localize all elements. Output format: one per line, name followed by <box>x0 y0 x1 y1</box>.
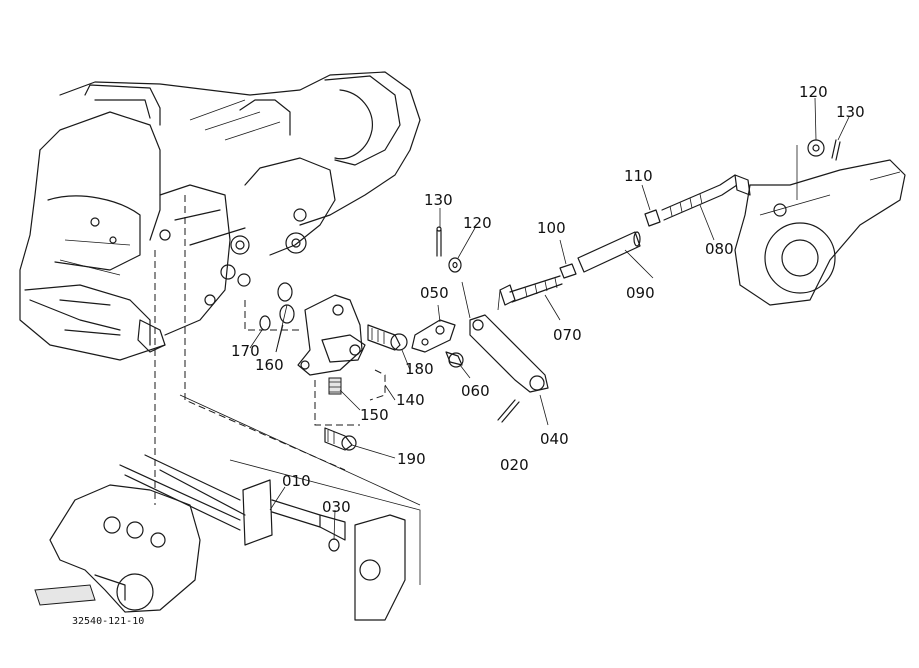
label-040: 040 <box>540 430 569 448</box>
label-120-right: 120 <box>799 83 828 101</box>
engine-block <box>19 71 421 361</box>
label-130-left: 130 <box>424 191 453 209</box>
label-030: 030 <box>322 498 351 516</box>
label-050: 050 <box>420 284 449 302</box>
label-140: 140 <box>396 391 425 409</box>
dashed-leaders <box>154 195 421 506</box>
label-170: 170 <box>231 342 260 360</box>
pin-020 <box>497 399 520 423</box>
shaft-010-assembly <box>229 459 421 621</box>
label-120-left: 120 <box>463 214 492 232</box>
pin-130-right <box>796 139 841 200</box>
rod-end-070 <box>499 275 563 306</box>
rod-080 <box>661 174 751 221</box>
label-110: 110 <box>624 167 653 185</box>
bracket-140 <box>297 294 366 376</box>
screw-150 <box>328 377 342 395</box>
label-020: 020 <box>500 456 529 474</box>
bolt-060 <box>445 351 464 368</box>
label-160: 160 <box>255 356 284 374</box>
bolt-190 <box>324 427 357 451</box>
lift-arm <box>734 159 906 306</box>
label-090: 090 <box>626 284 655 302</box>
drawing-code: 32540-121-10 <box>72 616 144 627</box>
label-070: 070 <box>553 326 582 344</box>
label-190: 190 <box>397 450 426 468</box>
label-130-right: 130 <box>836 103 865 121</box>
nut-100 <box>559 263 577 279</box>
o-rings <box>259 282 295 331</box>
label-180: 180 <box>405 360 434 378</box>
label-060: 060 <box>461 382 490 400</box>
nut-110 <box>644 209 661 227</box>
bolt-180 <box>367 324 408 351</box>
washer-120-left <box>448 257 462 273</box>
label-150: 150 <box>360 406 389 424</box>
sleeve-090 <box>577 231 641 273</box>
washer-120-right <box>807 139 825 157</box>
label-leaders <box>249 97 850 541</box>
pin-130-left <box>436 226 442 257</box>
label-100: 100 <box>537 219 566 237</box>
arm-040 <box>461 281 549 393</box>
label-010: 010 <box>282 472 311 490</box>
valve-block <box>34 454 246 613</box>
plate-050 <box>411 319 456 353</box>
part-labels: 010 020 030 040 050 060 070 080 090 100 … <box>72 83 865 627</box>
label-080: 080 <box>705 240 734 258</box>
